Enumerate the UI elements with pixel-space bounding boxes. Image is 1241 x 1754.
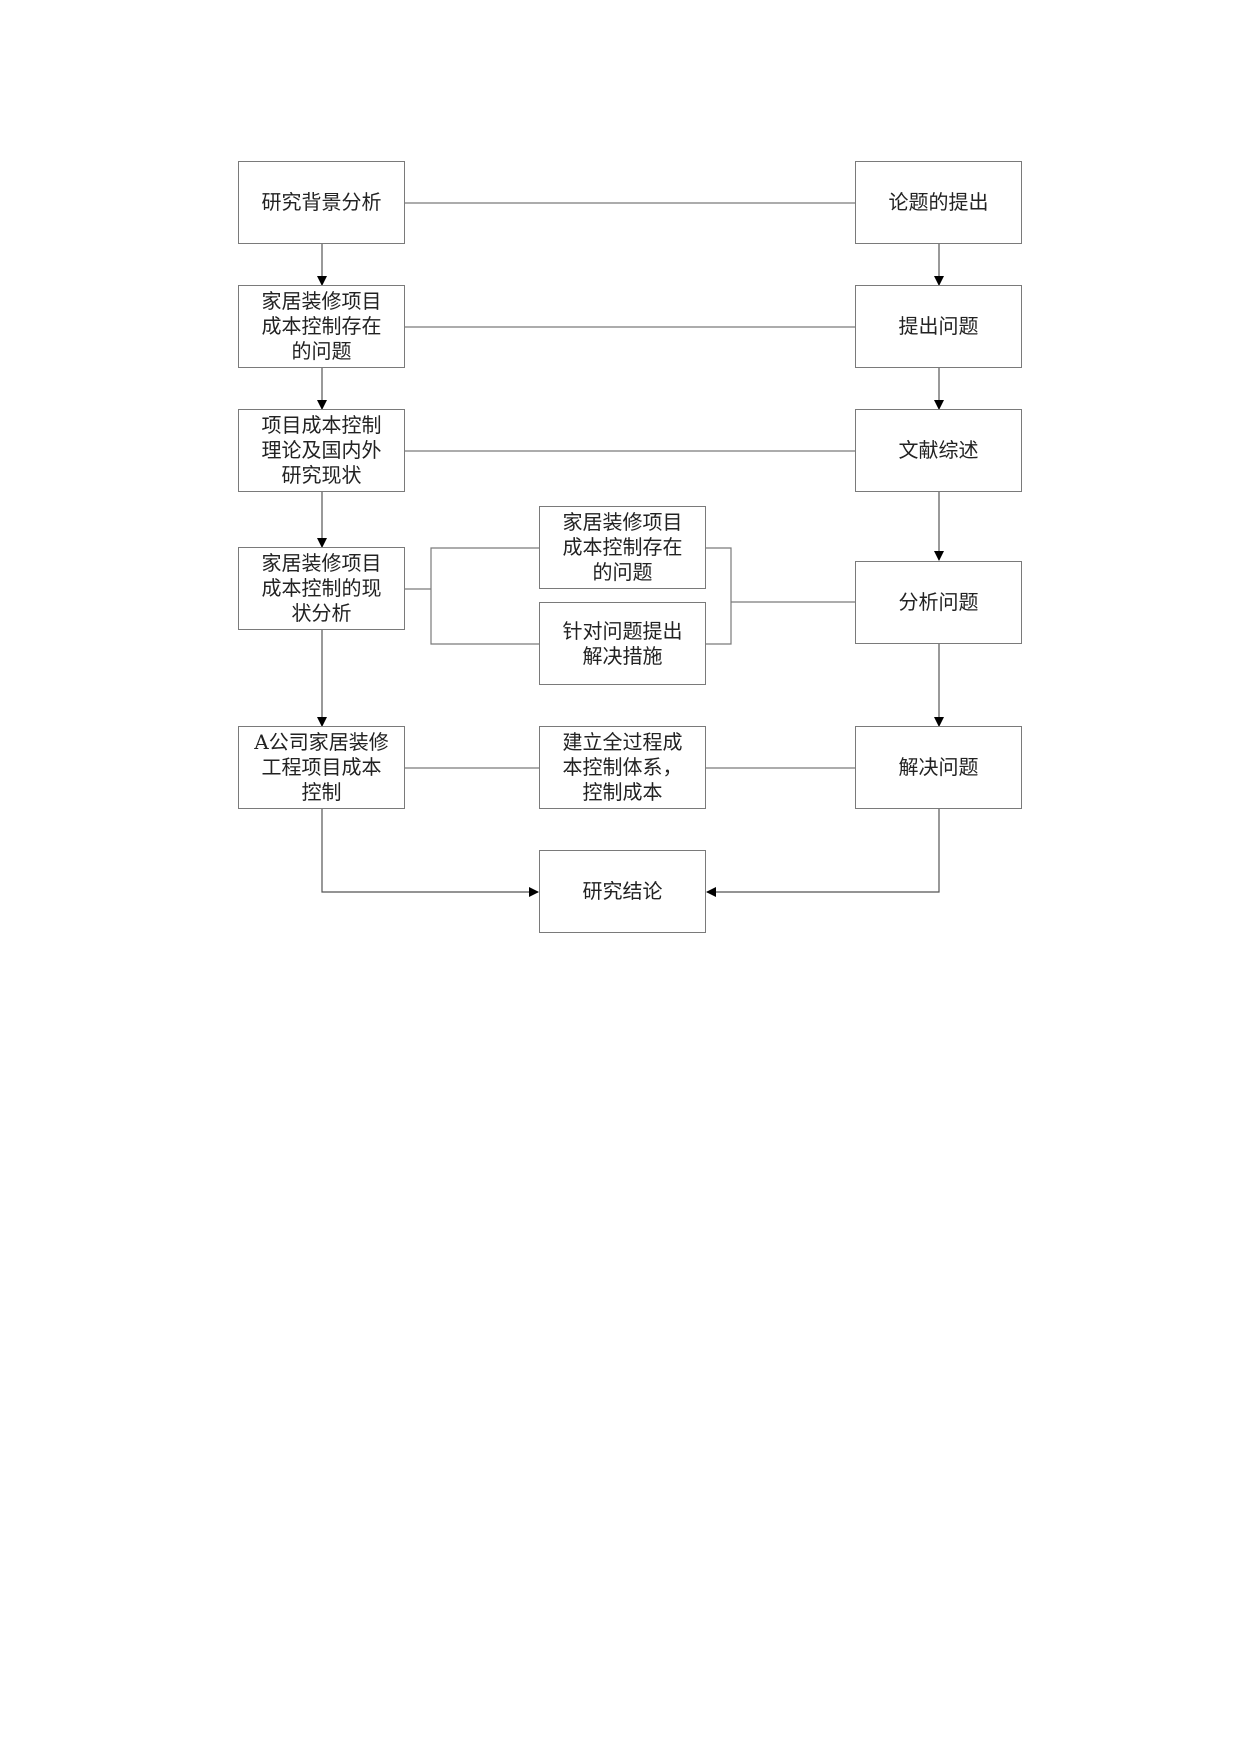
node-current-status: 家居装修项目 成本控制的现 状分析	[238, 547, 405, 630]
node-problems-2: 家居装修项目 成本控制存在 的问题	[539, 506, 706, 589]
node-analyze-problem-label: 分析问题	[898, 590, 979, 614]
node-problems-1-label: 家居装修项目 成本控制存在 的问题	[261, 289, 382, 363]
node-conclusion-label: 研究结论	[582, 879, 663, 903]
node-problems-2-label: 家居装修项目 成本控制存在 的问题	[562, 510, 683, 584]
bracket-left	[430, 547, 539, 645]
node-control-system: 建立全过程成 本控制体系， 控制成本	[539, 726, 706, 809]
node-company-control-label: A公司家居装修 工程项目成本 控制	[254, 730, 389, 804]
node-analyze-problem: 分析问题	[855, 561, 1022, 644]
arrow-solve-conclusion	[706, 809, 940, 897]
node-solve-problem: 解决问题	[855, 726, 1022, 809]
node-measures-label: 针对问题提出 解决措施	[562, 618, 683, 668]
node-literature-review-label: 文献综述	[898, 438, 979, 462]
node-theory-status-label: 项目成本控制 理论及国内外 研究现状	[261, 413, 382, 487]
bracket-right	[706, 547, 732, 645]
node-raise-problem-label: 提出问题	[898, 314, 979, 338]
node-literature-review: 文献综述	[855, 409, 1022, 492]
node-topic-label: 论题的提出	[888, 190, 989, 214]
node-problems-1: 家居装修项目 成本控制存在 的问题	[238, 285, 405, 368]
node-theory-status: 项目成本控制 理论及国内外 研究现状	[238, 409, 405, 492]
arrow-company-conclusion	[321, 809, 539, 897]
node-conclusion: 研究结论	[539, 850, 706, 933]
node-company-control: A公司家居装修 工程项目成本 控制	[238, 726, 405, 809]
node-current-status-label: 家居装修项目 成本控制的现 状分析	[261, 551, 382, 625]
node-research-background-label: 研究背景分析	[261, 190, 382, 214]
node-measures: 针对问题提出 解决措施	[539, 602, 706, 685]
node-topic: 论题的提出	[855, 161, 1022, 244]
node-raise-problem: 提出问题	[855, 285, 1022, 368]
node-research-background: 研究背景分析	[238, 161, 405, 244]
node-solve-problem-label: 解决问题	[898, 755, 979, 779]
node-control-system-label: 建立全过程成 本控制体系， 控制成本	[562, 730, 683, 804]
